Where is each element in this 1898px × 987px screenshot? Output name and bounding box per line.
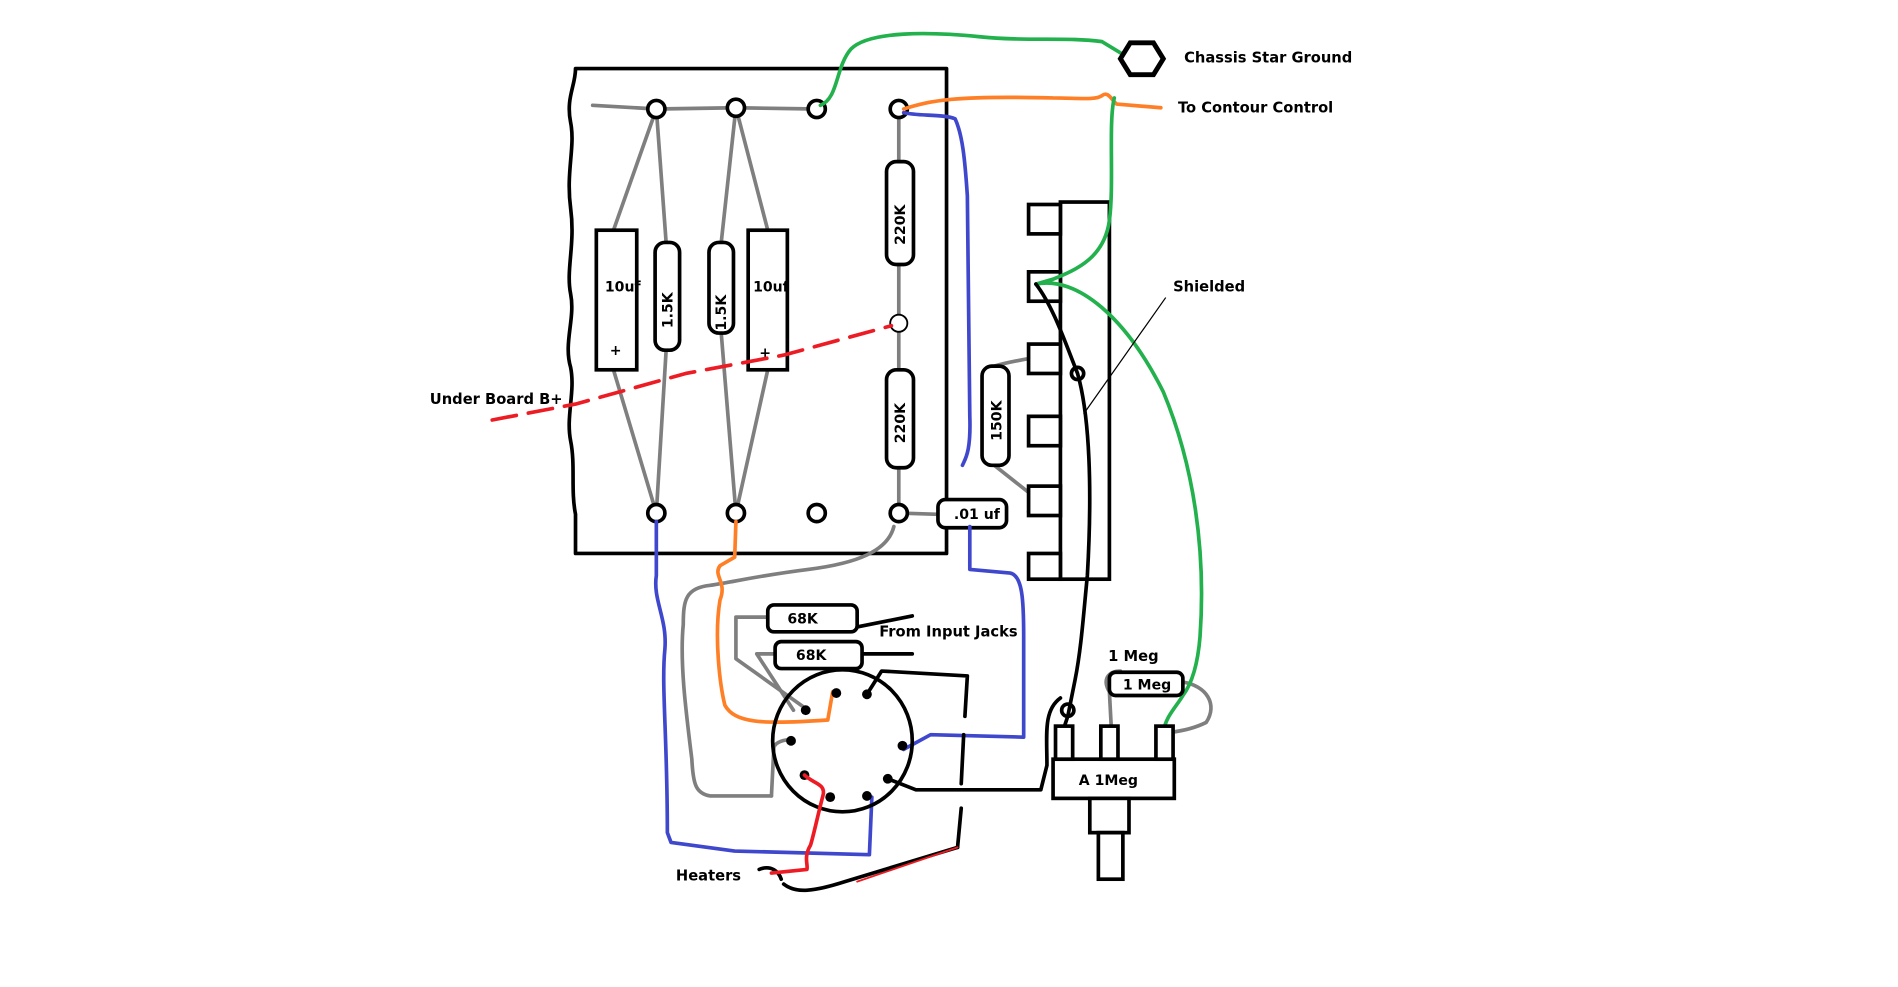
shielded-pointer (1083, 297, 1167, 415)
svg-text:220K: 220K (893, 402, 909, 443)
res-68k-b: 68K (773, 639, 864, 671)
res-68k-a: 68K (765, 603, 859, 634)
label-to-contour-control: To Contour Control (1178, 100, 1333, 117)
junction-node (889, 313, 909, 333)
svg-text:10uf: 10uf (753, 279, 790, 295)
svg-text:10uf: 10uf (605, 279, 642, 295)
svg-text:+: + (759, 346, 771, 362)
label-heaters: Heaters (676, 867, 741, 884)
label-chassis-star-ground: Chassis Star Ground (1184, 49, 1352, 66)
svg-text:220K: 220K (893, 204, 909, 245)
jack-strip (1026, 200, 1112, 582)
heater-red-wire (769, 773, 959, 883)
label-shielded: Shielded (1173, 278, 1245, 295)
label-1meg: 1 Meg (1108, 648, 1158, 665)
eyelet-board (566, 66, 949, 556)
cap-left: 10uf + (594, 228, 642, 372)
svg-text:68K: 68K (796, 648, 828, 664)
shielded-lead (1034, 282, 1092, 741)
eyelet-top-2 (725, 97, 747, 119)
res-mid-1-5k: 1.5K (707, 240, 736, 335)
svg-text:1.5K: 1.5K (714, 294, 730, 331)
svg-text:A 1Meg: A 1Meg (1079, 773, 1138, 789)
eyelet-bot-3 (806, 502, 828, 524)
cap-right: 10uf + (746, 228, 790, 372)
svg-text:1.5K: 1.5K (660, 291, 676, 328)
label-from-input-jacks: From Input Jacks (879, 624, 1018, 641)
eyelet-top-1 (645, 98, 667, 120)
svg-text:+: + (610, 343, 622, 359)
tube-socket (770, 667, 915, 814)
eyelet-bot-1 (645, 502, 667, 524)
orange-wires (715, 92, 1163, 725)
res-150k: 150K (980, 364, 1011, 468)
svg-text:68K: 68K (787, 611, 819, 627)
res-1meg: 1 Meg (1107, 670, 1185, 698)
svg-text:150K: 150K (990, 399, 1006, 440)
top-bus-wire (590, 103, 819, 111)
black-wires (757, 614, 1063, 893)
eyelet-bot-2 (725, 502, 747, 524)
green-wires (818, 31, 1204, 735)
bplus-dashed-wire (490, 323, 894, 422)
res-220k-bottom: 220K (884, 367, 916, 470)
svg-text:.01 uf: .01 uf (954, 507, 1001, 523)
res-220k-top: 220K (884, 159, 916, 267)
cap-coupling: .01 uf (936, 497, 1009, 530)
blue-wires (653, 110, 1026, 857)
label-under-board-bplus: Under Board B+ (430, 391, 563, 408)
eyelet-bot-4 (888, 502, 910, 524)
svg-text:1 Meg: 1 Meg (1123, 677, 1171, 693)
chassis-star-ground-icon (1117, 40, 1167, 78)
res-left-1-5k: 1.5K (653, 240, 682, 353)
pot-a1meg: A 1Meg (1051, 724, 1177, 882)
